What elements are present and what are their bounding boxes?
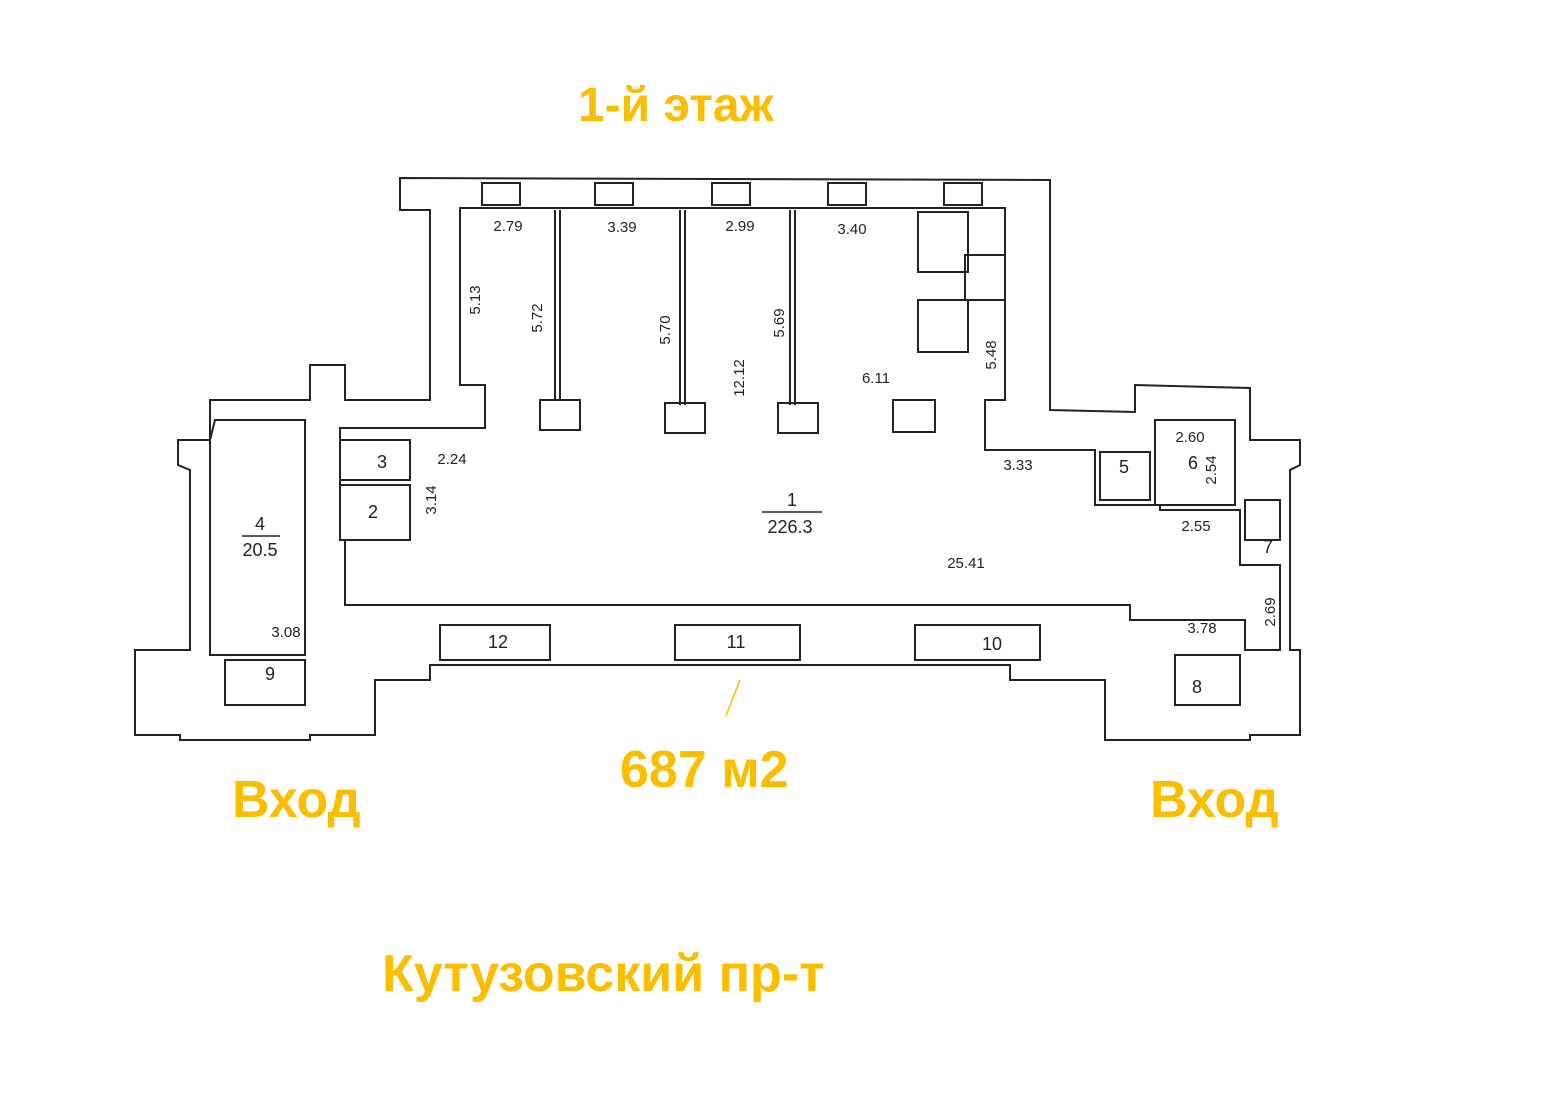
room-4-area: 20.5 (242, 540, 277, 560)
dimension-2-24: 2.24 (437, 451, 466, 468)
dimension-2-79: 2.79 (493, 218, 522, 235)
room-1-number: 1 (787, 490, 797, 510)
room-2-number: 2 (368, 502, 378, 522)
room-10-number: 10 (982, 634, 1002, 654)
pointer-mark (725, 679, 741, 717)
dimension-2-54: 2.54 (1203, 455, 1220, 484)
dimension-12-12: 12.12 (731, 359, 748, 397)
room-11-number: 11 (727, 632, 746, 652)
building-outline (134, 176, 1301, 741)
room-8-number: 8 (1192, 677, 1202, 697)
room-7-number: 7 (1263, 537, 1273, 557)
dimension-2-55: 2.55 (1181, 518, 1210, 535)
dimension-6-11: 6.11 (862, 370, 890, 387)
dimension-3-08: 3.08 (271, 624, 300, 641)
room-6-number: 6 (1188, 453, 1198, 473)
dimension-5-70: 5.70 (657, 315, 674, 344)
dimension-2-99: 2.99 (725, 218, 754, 235)
dimension-2-69: 2.69 (1262, 597, 1279, 626)
room-4-number: 4 (255, 514, 265, 534)
entrance-right-label: Вход (1150, 771, 1279, 829)
dimension-labels: 2.79 3.39 2.99 3.40 5.13 5.72 5.70 5.69 … (271, 218, 1279, 641)
room-1-area: 226.3 (767, 517, 812, 537)
floor-title: 1-й этаж (578, 79, 774, 132)
dimension-2-60: 2.60 (1175, 429, 1204, 446)
room-9-number: 9 (265, 664, 275, 684)
dimension-5-13: 5.13 (467, 285, 484, 314)
dimension-25-41: 25.41 (947, 555, 985, 572)
dimension-3-40: 3.40 (837, 221, 866, 238)
room-5-number: 5 (1119, 457, 1129, 477)
room-12-number: 12 (488, 632, 508, 652)
entrance-left-label: Вход (232, 771, 361, 829)
dimension-5-48: 5.48 (983, 340, 1000, 369)
dimension-3-33: 3.33 (1003, 457, 1032, 474)
dimension-3-14: 3.14 (423, 485, 440, 514)
dimension-5-72: 5.72 (529, 303, 546, 332)
dimension-5-69: 5.69 (771, 308, 788, 337)
street-name-label: Кутузовский пр-т (382, 945, 825, 1003)
room-3-number: 3 (377, 452, 387, 472)
dimension-3-78: 3.78 (1187, 620, 1216, 637)
total-area-label: 687 м2 (620, 741, 789, 799)
dimension-3-39: 3.39 (607, 219, 636, 236)
room-labels: 1 226.3 2 3 4 20.5 5 6 7 8 9 10 11 12 (242, 452, 1273, 697)
